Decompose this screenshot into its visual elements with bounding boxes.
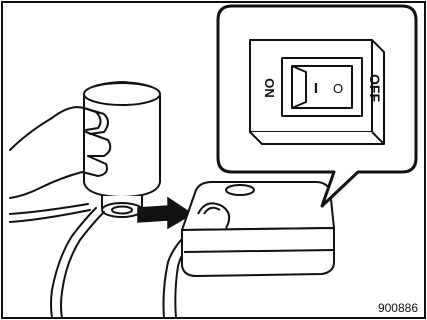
rocker-switch bbox=[291, 65, 353, 109]
rocker-mark-off: O bbox=[333, 81, 343, 96]
switch-on-label: ON bbox=[262, 78, 277, 98]
canister-opening bbox=[111, 205, 133, 215]
switch-off-label: OFF bbox=[367, 74, 383, 102]
rocker-mark-on: I bbox=[314, 80, 318, 97]
canister-top bbox=[83, 82, 161, 106]
figure-code: 900886 bbox=[378, 301, 418, 315]
hand bbox=[9, 106, 112, 199]
compressor-unit bbox=[181, 181, 335, 277]
arrow-right-icon bbox=[137, 196, 194, 230]
compressor-socket bbox=[197, 202, 231, 229]
compressor-vent bbox=[225, 184, 255, 196]
switch-panel bbox=[249, 39, 385, 145]
